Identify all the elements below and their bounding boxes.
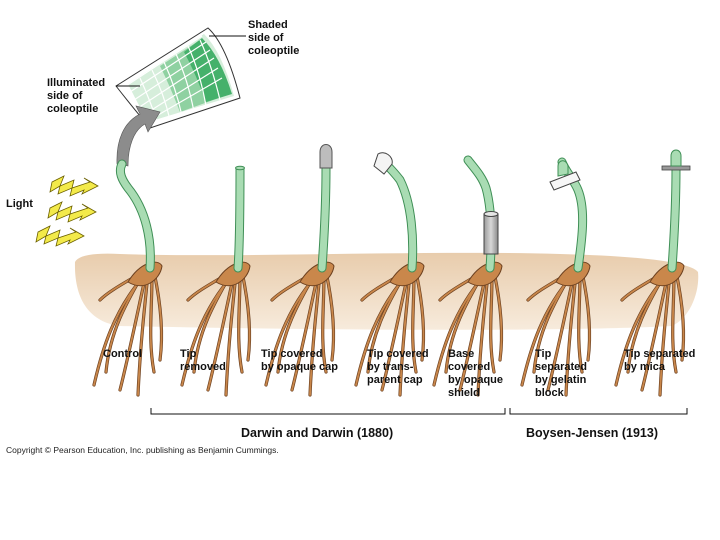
root-fill-transparent-cap-6 — [355, 275, 407, 386]
root-fill-base-shield-6 — [433, 275, 485, 386]
opaque-shield — [483, 213, 499, 255]
root-fill-gelatin-block-3 — [565, 273, 577, 396]
shield-rim — [483, 211, 499, 217]
group-label-darwin: Darwin and Darwin (1880) — [241, 426, 394, 440]
copyright-notice: Copyright © Pearson Education, Inc. publ… — [6, 445, 279, 455]
stem-transparent-cap — [378, 156, 417, 272]
magnify-arrow — [116, 105, 161, 167]
cut-surface — [235, 165, 245, 171]
root-fill-opaque-cap-4 — [321, 273, 327, 373]
root-fill-base-shield-3 — [477, 273, 489, 396]
root-fill-opaque-cap-3 — [309, 273, 321, 396]
light-rays — [35, 175, 99, 247]
root-fill-tip-removed-6 — [181, 275, 233, 386]
light-label: Light — [6, 198, 33, 210]
root-fill-tip-removed-5 — [241, 271, 251, 361]
root-fill-control-5 — [153, 271, 163, 361]
root-fill-opaque-cap-5 — [325, 271, 335, 361]
root-fill-mica-6 — [615, 275, 667, 386]
root-fill-control-3 — [137, 273, 149, 396]
coleoptile-cells-inset — [115, 27, 246, 129]
root-fill-gelatin-block-6 — [521, 275, 573, 386]
root-fill-transparent-cap-5 — [415, 271, 425, 361]
root-fill-mica-4 — [671, 273, 677, 373]
stem-opaque-cap — [318, 164, 330, 272]
mica-plate — [661, 165, 691, 171]
separated-tip-gelatin — [557, 160, 569, 177]
stem-tip-removed — [234, 164, 244, 272]
root-fill-mica-3 — [659, 273, 671, 396]
root-fill-control-4 — [149, 273, 155, 373]
group-label-boysen-jensen: Boysen-Jensen (1913) — [526, 426, 659, 440]
root-fill-control-6 — [93, 275, 145, 386]
root-fill-base-shield-4 — [489, 273, 495, 373]
root-fill-opaque-cap-6 — [265, 275, 317, 386]
gelatin-block — [549, 171, 581, 191]
soil-band — [74, 252, 699, 330]
root-fill-tip-removed-4 — [237, 273, 243, 373]
separated-tip-mica — [670, 149, 682, 167]
transparent-cap — [373, 152, 393, 175]
root-fill-transparent-cap-3 — [399, 273, 411, 396]
group-brackets — [150, 408, 688, 415]
root-fill-gelatin-block-4 — [577, 273, 583, 373]
stem-mica — [668, 164, 680, 272]
root-fill-transparent-cap-4 — [411, 273, 417, 373]
root-fill-tip-removed-3 — [225, 273, 237, 396]
root-fill-mica-5 — [675, 271, 685, 361]
root-fill-base-shield-5 — [493, 271, 503, 361]
opaque-cap — [319, 144, 333, 169]
label-control: Control — [103, 348, 143, 360]
stem-control — [116, 160, 154, 272]
root-fill-gelatin-block-5 — [581, 271, 591, 361]
